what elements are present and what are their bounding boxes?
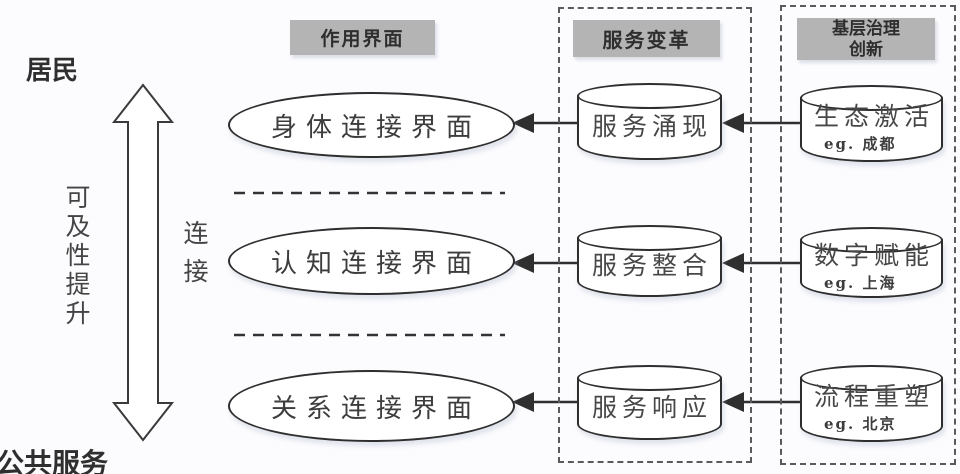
accessibility-label: 可及性提升	[62, 184, 91, 329]
cylinder-label: 流程重塑	[813, 381, 934, 411]
arrowhead-icon	[512, 113, 534, 133]
header-governance-line2: 创新	[849, 40, 883, 59]
arrowhead-icon	[512, 392, 534, 412]
interface-ellipse-relation: 关系连接界面	[228, 370, 515, 442]
arrowhead-icon	[512, 253, 534, 273]
cylinder-service-emergence: 服务涌现	[577, 83, 722, 160]
cylinder-example-label: eg. 上海	[824, 274, 897, 293]
cylinder-service-response: 服务响应	[577, 365, 722, 440]
up-down-arrow-icon	[111, 83, 175, 442]
header-governance-column: 基层治理 创新	[797, 18, 935, 60]
cylinder-label: 生态激活	[813, 101, 934, 131]
cylinder-example-label: eg. 北京	[824, 415, 897, 434]
cylinder-example-label: eg. 成都	[824, 135, 897, 154]
cylinder-process-reshaping: 流程重塑 eg. 北京	[800, 365, 943, 442]
residents-label: 居民	[26, 55, 79, 85]
header-governance-line1: 基层治理	[832, 19, 900, 38]
cylinder-eco-activation: 生态激活 eg. 成都	[800, 85, 943, 162]
interface-ellipse-cognition: 认知连接界面	[228, 227, 515, 295]
governance-column-container	[780, 5, 956, 465]
service-column-container	[558, 7, 752, 463]
cylinder-label: 服务整合	[591, 251, 712, 281]
cylinder-service-integration: 服务整合	[577, 225, 722, 297]
cylinder-label: 服务涌现	[591, 111, 712, 141]
interface-ellipse-body: 身体连接界面	[228, 92, 515, 158]
cylinder-digital-empowerment: 数字赋能 eg. 上海	[800, 227, 943, 298]
cylinder-label: 数字赋能	[813, 240, 934, 270]
connection-label: 连接	[180, 220, 209, 296]
public-service-label: 公共服务	[0, 448, 109, 474]
header-interface-column: 作用界面	[290, 20, 435, 55]
header-service-column: 服务变革	[573, 20, 720, 57]
cylinder-label: 服务响应	[591, 392, 712, 422]
